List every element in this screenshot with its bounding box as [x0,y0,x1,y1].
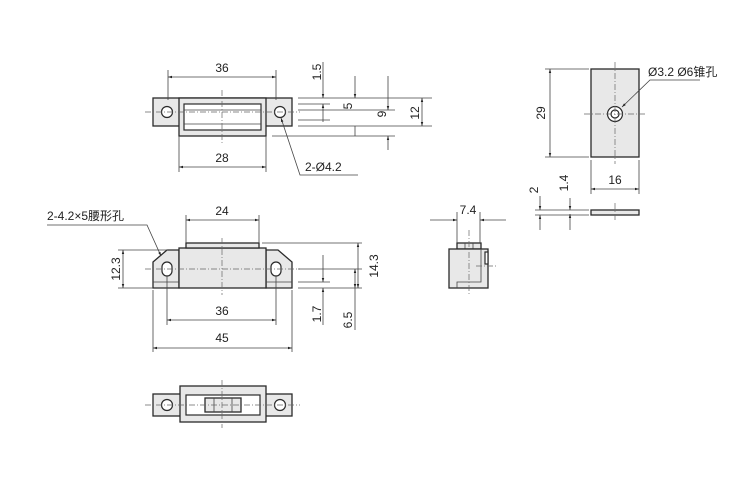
dim-24: 24 [215,204,229,218]
dim-6-5: 6.5 [341,311,355,328]
dim-9: 9 [375,110,389,117]
hole-note: 2-Ø4.2 [305,160,342,174]
dim-1-5: 1.5 [310,63,324,80]
top-view: 36 28 2-Ø4.2 1.5 5 9 12 [145,61,432,176]
dim-14-3: 14.3 [367,254,381,278]
dim-28: 28 [215,151,229,165]
dim-5: 5 [341,102,355,109]
slot-note: 2-4.2×5腰形孔 [47,209,124,223]
dim-29: 29 [534,106,548,120]
dim-36-front: 36 [215,304,229,318]
dim-2: 2 [527,186,541,193]
dim-7-4: 7.4 [460,203,477,217]
dim-16: 16 [608,173,622,187]
side-view: 7.4 [430,203,506,295]
strike-plate: Ø3.2 Ø6锥孔 29 16 2 1.4 [527,62,717,230]
hole-note: Ø3.2 Ø6锥孔 [648,65,717,79]
dim-1-4: 1.4 [557,174,571,191]
front-view: 24 2-4.2×5腰形孔 12.3 36 45 1.7 6.5 14.3 [47,204,381,352]
dim-12: 12 [408,106,422,120]
bottom-view [145,380,300,428]
dim-36: 36 [215,61,229,75]
dim-45: 45 [215,331,229,345]
dim-1-7: 1.7 [310,305,324,322]
dim-12-3: 12.3 [109,257,123,281]
